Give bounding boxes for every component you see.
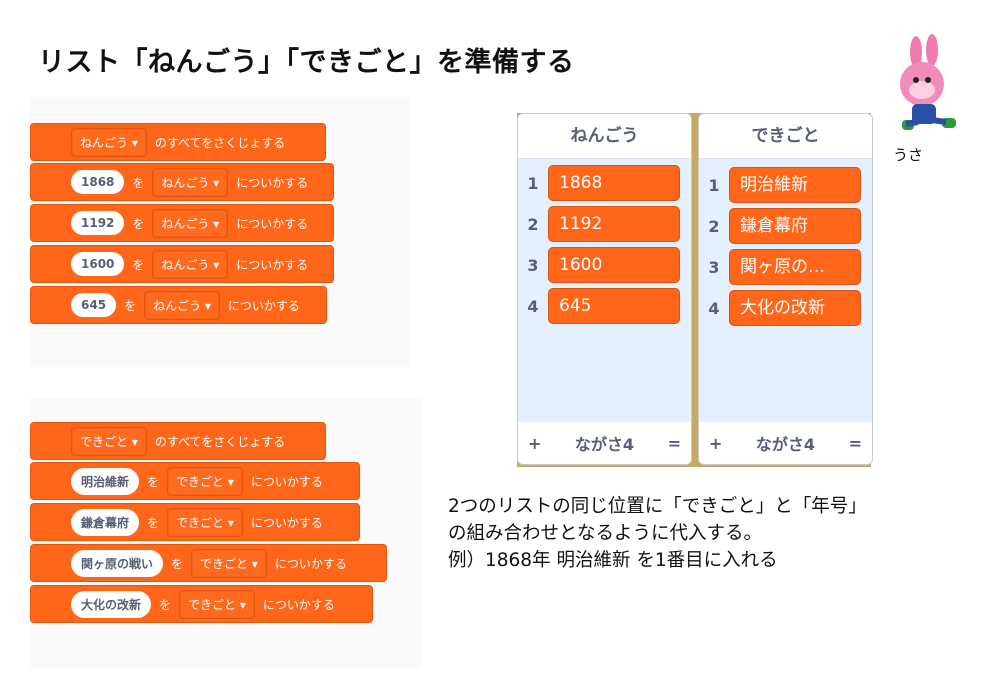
item-index: 2: [708, 216, 720, 236]
list-dropdown[interactable]: ねんごう ▾: [152, 167, 229, 197]
list-header: ねんごう: [518, 114, 691, 159]
list-item: 1 1868: [518, 165, 680, 201]
value-input[interactable]: 関ヶ原の戦い: [71, 549, 164, 577]
description-line: の組み合わせとなるように代入する。: [448, 523, 762, 544]
value-input[interactable]: 645: [71, 293, 117, 317]
add-item-button[interactable]: +: [709, 433, 723, 453]
item-value[interactable]: 鎌倉幕府: [729, 208, 861, 244]
list-header: できごと: [699, 114, 872, 159]
delete-all-block[interactable]: ねんごう ▾ のすべてをさくじょする: [30, 123, 326, 161]
block-group-dekigoto: できごと ▾ のすべてをさくじょする 明治維新を できごと ▾についかする 鎌倉…: [30, 398, 422, 668]
description-line: 2つのリストの同じ位置に「できごと」と「年号」: [448, 496, 867, 517]
resize-handle[interactable]: =: [848, 433, 862, 453]
value-input[interactable]: 1192: [71, 211, 125, 235]
item-index: 4: [527, 296, 539, 316]
page-title: リスト「ねんごう」「できごと」を準備する: [38, 47, 575, 78]
item-index: 4: [708, 298, 720, 318]
list-dropdown[interactable]: できごと ▾: [167, 507, 243, 537]
add-to-list-block[interactable]: 明治維新を できごと ▾ についかする: [30, 462, 360, 500]
list-monitor-dekigoto: できごと 1 明治維新 2 鎌倉幕府 3 関ヶ原の… 4 大化の改新 + ながさ4 =: [698, 113, 873, 465]
list-item: 4 645: [518, 288, 680, 324]
add-to-list-block[interactable]: 1600 を ねんごう ▾ についかする: [30, 245, 334, 283]
block-group-nengou: ねんごう ▾ のすべてをさくじょする 1868 を ねんごう ▾ についかする 11…: [30, 97, 410, 367]
resize-handle[interactable]: =: [667, 433, 681, 453]
list-dropdown[interactable]: できごと ▾: [191, 548, 267, 578]
add-to-list-block[interactable]: 関ヶ原の戦いを できごと ▾ についかする: [30, 544, 387, 582]
value-input[interactable]: 1600: [71, 252, 125, 276]
block-label: を: [132, 175, 145, 190]
block-label: についかする: [227, 298, 300, 313]
block-label: についかする: [236, 257, 309, 272]
list-dropdown[interactable]: ねんごう ▾: [152, 208, 229, 238]
block-label: のすべてをさくじょする: [154, 434, 286, 449]
item-value[interactable]: 1868: [548, 165, 680, 201]
character-name: うさ: [893, 146, 924, 164]
item-value[interactable]: 明治維新: [729, 167, 861, 203]
value-input[interactable]: 大化の改新: [71, 590, 152, 618]
list-dropdown[interactable]: ねんごう ▾: [71, 127, 147, 157]
item-value[interactable]: 1600: [548, 247, 680, 283]
list-dropdown[interactable]: ねんごう ▾: [144, 290, 220, 320]
description-line: 例）1868年 明治維新 を1番目に入れる: [448, 550, 778, 571]
usa-character-icon: [888, 32, 968, 142]
list-dropdown[interactable]: できごと ▾: [167, 466, 243, 496]
list-footer: + ながさ4 =: [518, 422, 691, 464]
list-item: 3 1600: [518, 247, 680, 283]
block-label: についかする: [250, 515, 323, 530]
item-index: 1: [708, 175, 720, 195]
item-value[interactable]: 1192: [548, 206, 680, 242]
value-input[interactable]: 1868: [71, 170, 125, 194]
block-label: のすべてをさくじょする: [154, 135, 286, 150]
block-label: についかする: [236, 175, 309, 190]
list-item: 2 鎌倉幕府: [699, 208, 861, 244]
list-length: ながさ4: [755, 435, 816, 454]
list-dropdown[interactable]: できごと ▾: [179, 589, 255, 619]
block-label: を: [132, 257, 145, 272]
block-label: についかする: [250, 474, 323, 489]
list-item: 3 関ヶ原の…: [699, 249, 861, 285]
block-label: を: [147, 515, 160, 530]
list-dropdown[interactable]: できごと ▾: [71, 426, 147, 456]
description: 2つのリストの同じ位置に「できごと」と「年号」 の組み合わせとなるように代入する…: [448, 493, 867, 574]
block-label: についかする: [262, 597, 335, 612]
item-value[interactable]: 大化の改新: [729, 290, 861, 326]
list-dropdown[interactable]: ねんごう ▾: [152, 249, 229, 279]
item-value[interactable]: 関ヶ原の…: [729, 249, 861, 285]
item-index: 3: [527, 255, 539, 275]
list-monitor-nengou: ねんごう 1 1868 2 1192 3 1600 4 645 + ながさ4 =: [517, 113, 692, 465]
add-to-list-block[interactable]: 1868 を ねんごう ▾ についかする: [30, 163, 334, 201]
stage: ねんごう 1 1868 2 1192 3 1600 4 645 + ながさ4 = できごと …: [517, 113, 873, 467]
item-value[interactable]: 645: [548, 288, 680, 324]
item-index: 1: [527, 173, 539, 193]
list-item: 2 1192: [518, 206, 680, 242]
add-to-list-block[interactable]: 1192 を ねんごう ▾ についかする: [30, 204, 334, 242]
value-input[interactable]: 鎌倉幕府: [71, 508, 140, 536]
list-item: 1 明治維新: [699, 167, 861, 203]
block-label: についかする: [274, 556, 347, 571]
block-label: を: [132, 216, 145, 231]
block-label: を: [124, 298, 137, 313]
add-to-list-block[interactable]: 大化の改新を できごと ▾ についかする: [30, 585, 373, 623]
add-item-button[interactable]: +: [528, 433, 542, 453]
item-index: 2: [527, 214, 539, 234]
block-label: を: [147, 474, 160, 489]
add-to-list-block[interactable]: 645 を ねんごう ▾ についかする: [30, 286, 327, 324]
value-input[interactable]: 明治維新: [71, 467, 140, 495]
add-to-list-block[interactable]: 鎌倉幕府を できごと ▾ についかする: [30, 503, 360, 541]
list-length: ながさ4: [574, 435, 635, 454]
block-label: を: [171, 556, 184, 571]
item-index: 3: [708, 257, 720, 277]
list-item: 4 大化の改新: [699, 290, 861, 326]
list-footer: + ながさ4 =: [699, 422, 872, 464]
block-label: を: [159, 597, 172, 612]
block-label: についかする: [236, 216, 309, 231]
delete-all-block[interactable]: できごと ▾ のすべてをさくじょする: [30, 422, 326, 460]
